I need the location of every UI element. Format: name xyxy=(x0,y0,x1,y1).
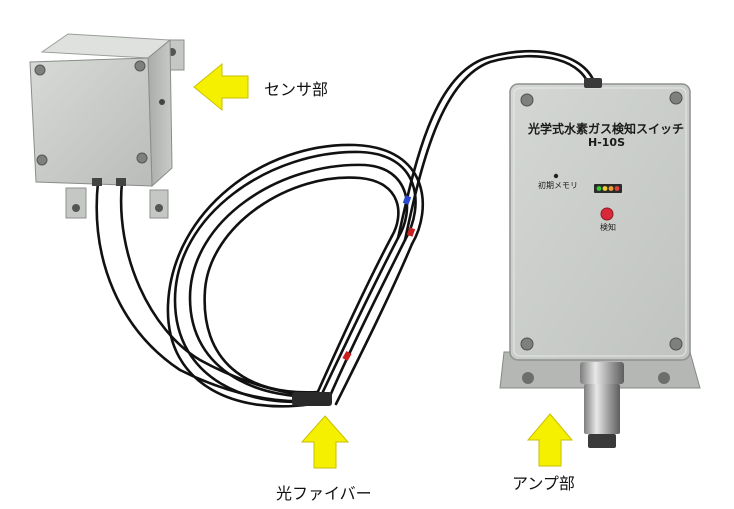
panel-title: 光学式水素ガス検知スイッチ xyxy=(528,122,685,136)
fiber-marker-red xyxy=(406,227,416,237)
init-memory-label: 初期メモリ xyxy=(538,181,578,190)
fiber-marker-blue xyxy=(402,195,412,205)
arrow-icon xyxy=(300,415,350,469)
amp-label: アンプ部 xyxy=(512,474,575,493)
connector xyxy=(580,362,624,384)
sensor-enclosure xyxy=(29,33,185,219)
arrow-icon xyxy=(193,62,249,112)
detect-label: 検知 xyxy=(600,223,616,232)
detect-led xyxy=(600,207,614,221)
optical-fiber-cable xyxy=(95,49,598,408)
init-memory-button[interactable] xyxy=(553,173,559,179)
level-indicator-leds xyxy=(594,184,622,193)
panel-model: H-10S xyxy=(588,136,626,149)
arrow-icon xyxy=(526,413,574,467)
fiber-marker-red xyxy=(342,351,352,361)
amp-enclosure xyxy=(499,78,701,448)
cable-tie xyxy=(292,392,332,406)
fiber-label: 光ファイバー xyxy=(276,484,372,503)
sensor-label: センサ部 xyxy=(264,80,329,99)
